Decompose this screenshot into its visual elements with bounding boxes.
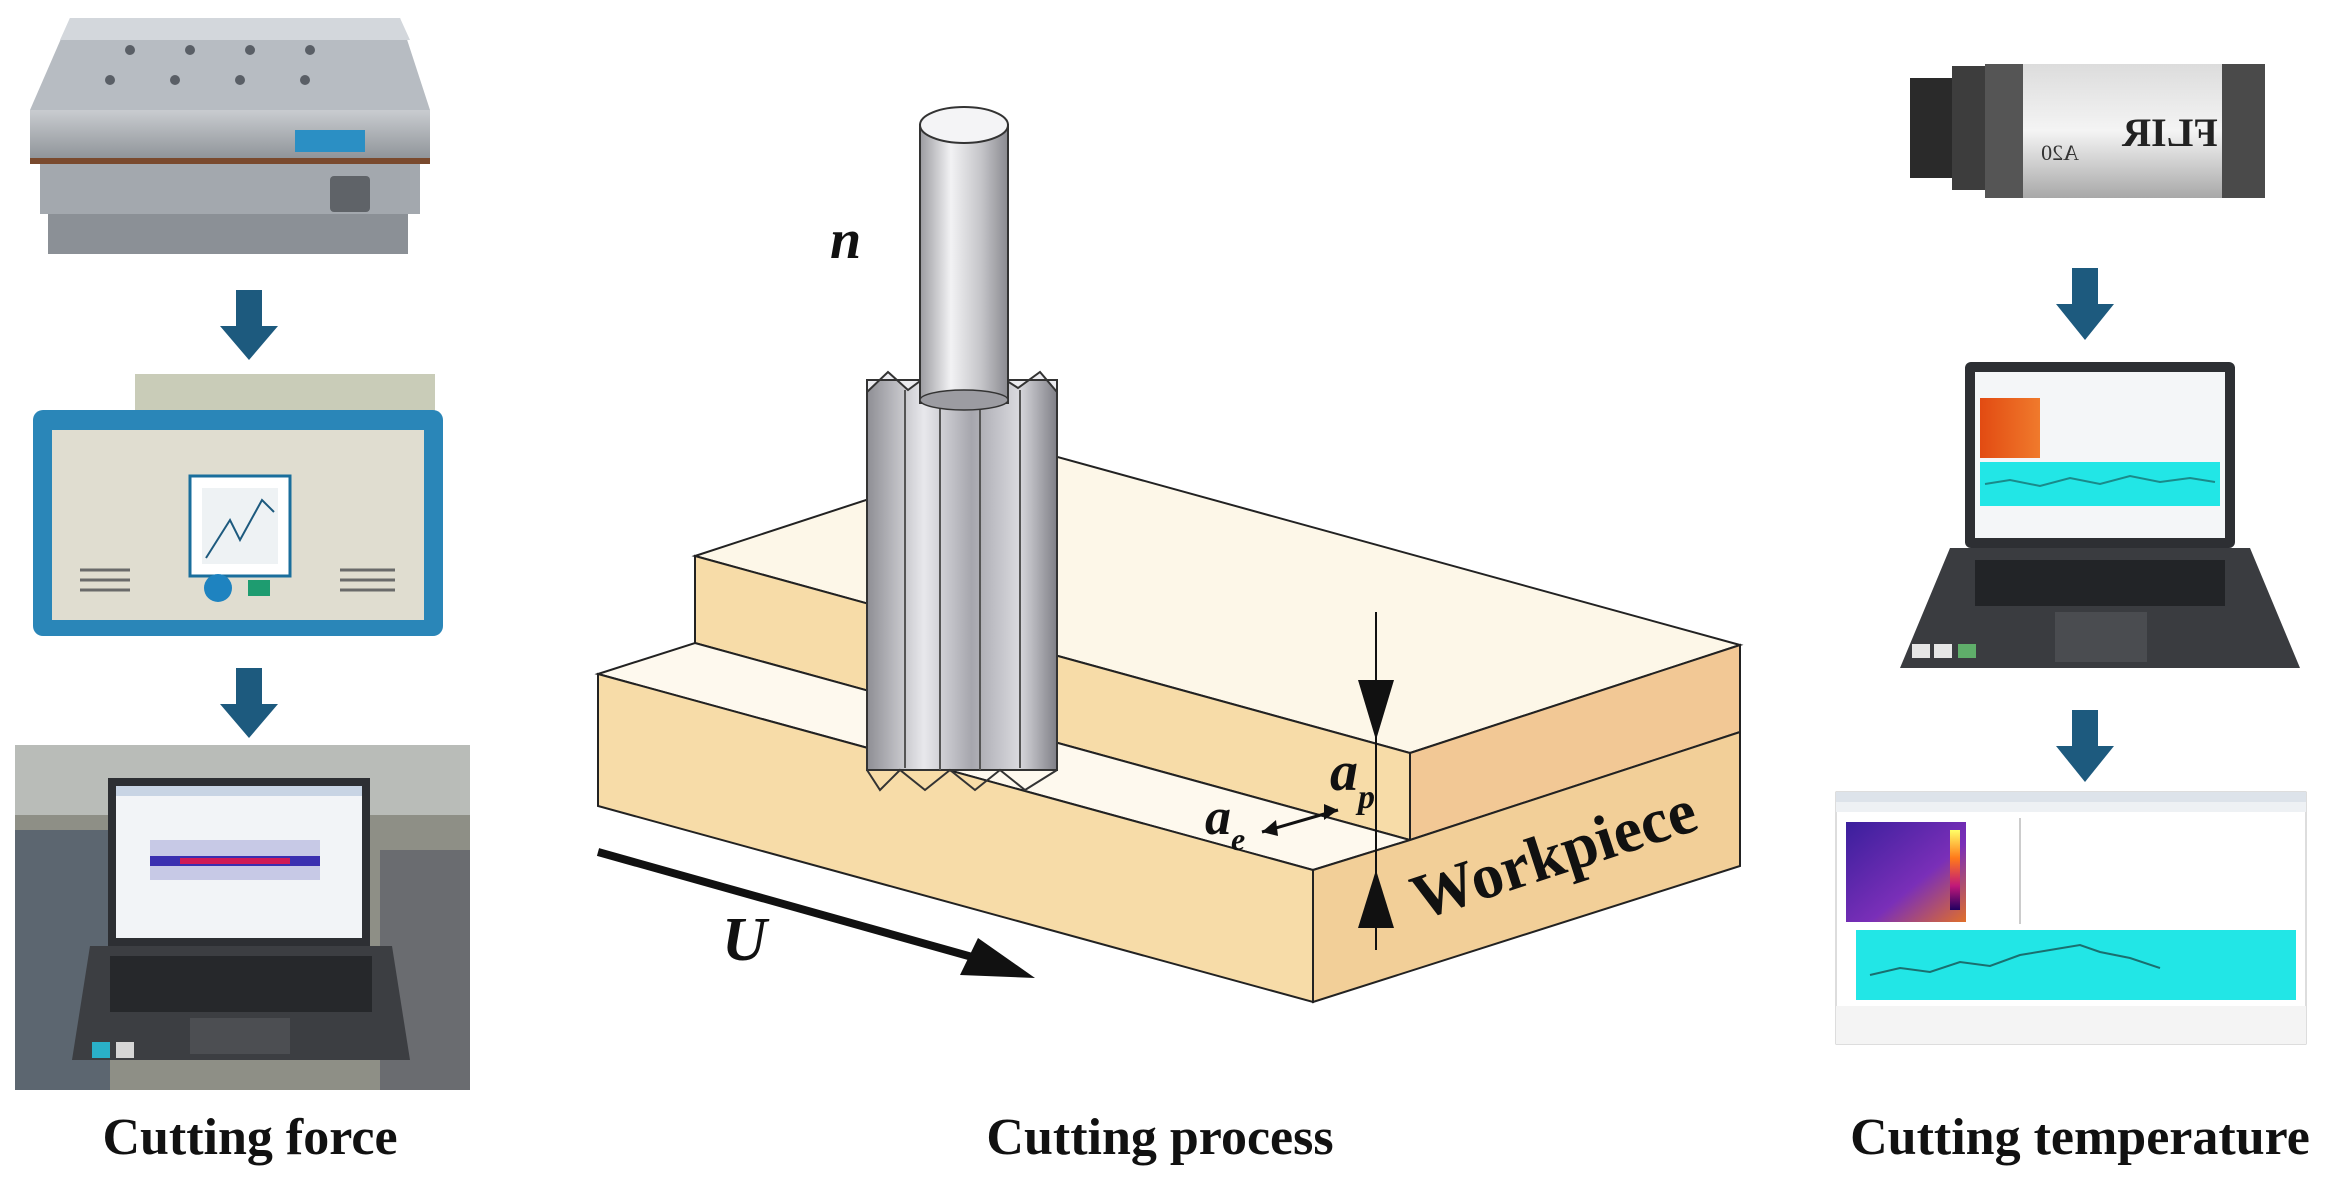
thermal-software-screenshot <box>1835 791 2307 1045</box>
thermal-camera-image: FLIR A20 <box>1910 64 2265 198</box>
camera-model: A20 <box>2041 140 2079 165</box>
ae-label: ae <box>1205 789 1245 857</box>
down-arrow-1 <box>220 290 278 360</box>
end-mill-tool <box>866 106 1058 792</box>
down-arrow-4 <box>2056 710 2114 782</box>
cutting-temperature-caption: Cutting temperature <box>1850 1109 2310 1166</box>
force-laptop-photo <box>15 745 470 1090</box>
depth-of-cut-dimension <box>1358 612 1394 950</box>
temperature-laptop-image <box>1900 362 2300 668</box>
cutting-force-caption: Cutting force <box>102 1109 398 1166</box>
dynamometer-image <box>30 18 430 254</box>
spindle-speed-label: n <box>830 209 861 271</box>
ap-label: ap <box>1330 741 1375 816</box>
workpiece <box>594 446 1744 1004</box>
charge-amplifier-image <box>33 374 443 636</box>
camera-brand: FLIR <box>2121 110 2218 155</box>
width-of-cut-dimension <box>1261 804 1339 836</box>
down-arrow-2 <box>220 668 278 738</box>
down-arrow-3 <box>2056 268 2114 340</box>
feed-velocity-label: U <box>722 906 770 974</box>
cutting-process-caption: Cutting process <box>986 1109 1334 1166</box>
feed-arrow <box>596 848 1035 978</box>
